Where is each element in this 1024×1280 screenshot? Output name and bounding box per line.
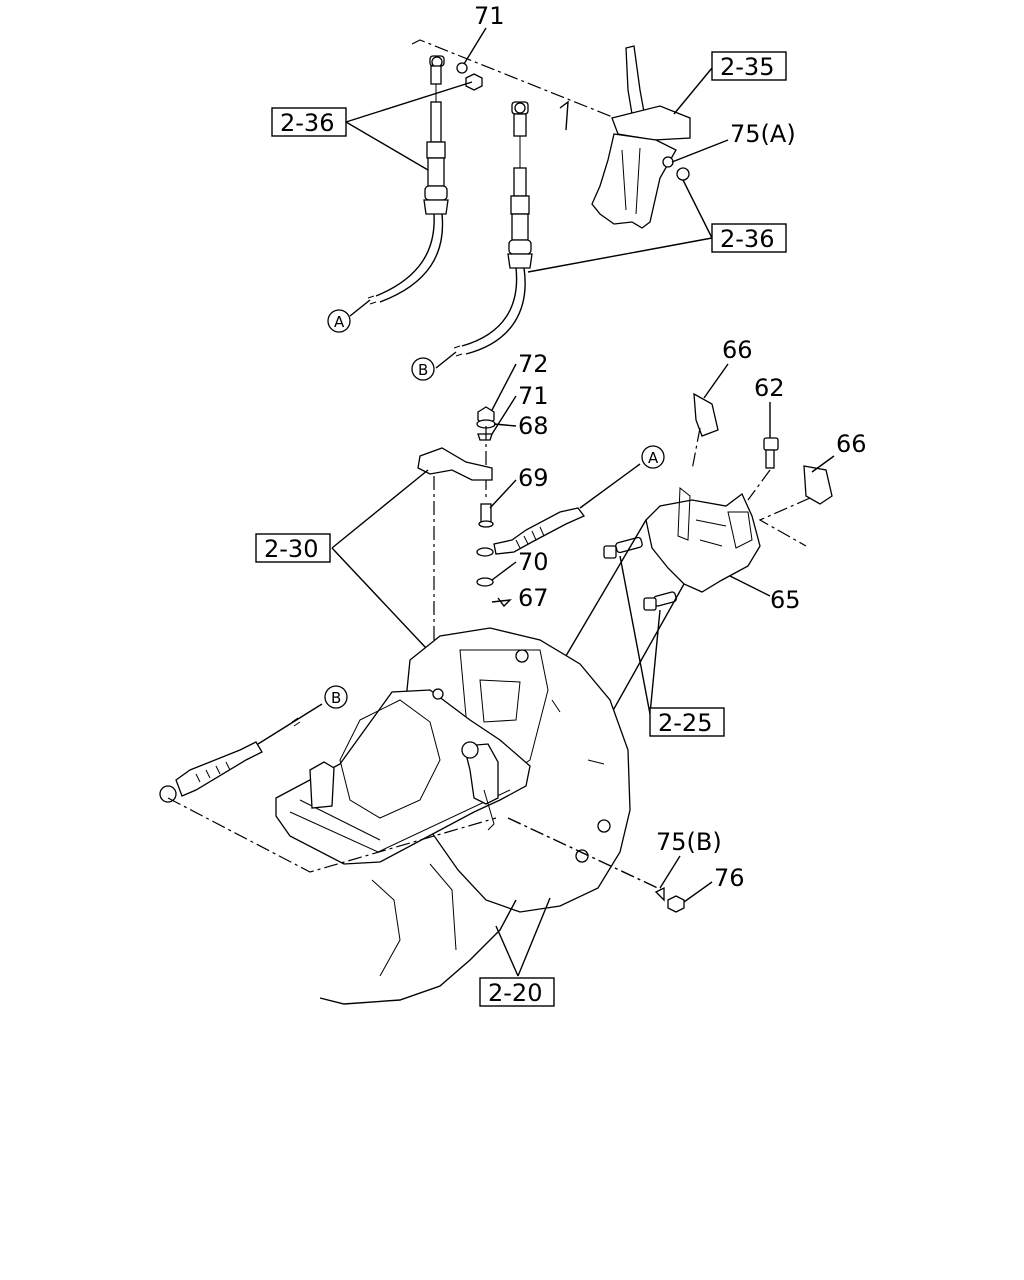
gasket-66-left (693, 392, 719, 437)
callout-76: 76 (714, 864, 745, 892)
lower-shift-cable (159, 703, 497, 873)
callout-66-left: 66 (722, 336, 753, 364)
bushing-70 (476, 547, 494, 557)
ref-2-25: 2-25 (658, 709, 712, 737)
leader-2-36-left-b (345, 121, 429, 171)
leader-69 (489, 479, 517, 509)
shift-cable-left (349, 55, 449, 317)
alignment-line-upper (411, 39, 641, 129)
reference-boxes: 2-35 2-36 2-36 2-30 2-25 2-20 (255, 51, 787, 1007)
callout-65: 65 (770, 586, 801, 614)
leader-2-25-a (619, 555, 651, 715)
ref-2-35: 2-35 (720, 53, 774, 81)
callout-75b: 75(B) (656, 828, 722, 856)
gasket-66-right (803, 465, 833, 505)
callout-62: 62 (754, 374, 785, 402)
callout-68: 68 (518, 412, 549, 440)
connector-b-upper: B (418, 361, 428, 379)
leader-65 (729, 575, 771, 597)
alignment-line-66 (691, 427, 811, 547)
nut-76 (667, 895, 685, 913)
alignment-step-mark (559, 100, 569, 131)
leader-2-36-right-b (527, 237, 713, 273)
ref-box-2-35 (711, 51, 787, 81)
callout-66-right: 66 (836, 430, 867, 458)
ref-2-36-right: 2-36 (720, 225, 774, 253)
leader-75b (659, 855, 681, 889)
connector-b-upper-circle (411, 357, 435, 381)
bracket-65 (645, 492, 761, 593)
bracket-2-30 (417, 447, 493, 481)
alignment-line-lower (167, 797, 497, 873)
leader-68 (493, 423, 517, 427)
callout-70: 70 (518, 548, 549, 576)
leader-75a (671, 139, 729, 163)
bolt-upper-2-25 (603, 536, 643, 559)
connector-b-lower: B (331, 689, 341, 707)
leader-71 (491, 395, 517, 435)
dashed-stud-line (507, 817, 663, 891)
connector-markers: A B A B (324, 309, 665, 709)
leader-70 (491, 561, 517, 581)
cable-to-connector-b (257, 703, 323, 745)
bolt-lower-2-25 (643, 591, 677, 611)
shift-cable-right (435, 101, 533, 369)
callout-69: 69 (518, 464, 549, 492)
leader-2-25-b (649, 609, 661, 715)
bolt-69 (480, 503, 492, 523)
cable-end-eye (159, 785, 177, 803)
ref-box-2-20 (479, 977, 555, 1007)
clutch-housing-lower (319, 899, 517, 1005)
ref-2-30: 2-30 (264, 535, 318, 563)
leader-66-right (811, 455, 835, 473)
ref-2-36-left: 2-36 (280, 109, 334, 137)
connector-a-lower: A (648, 449, 659, 467)
transmission-housing (275, 627, 631, 1005)
ref-box-2-36-left (271, 107, 347, 137)
selector-cable (493, 463, 641, 555)
callout-labels: 71 75(A) 72 71 68 69 70 67 66 62 66 65 7… (474, 2, 867, 892)
gear-case (275, 689, 531, 865)
spring-washer-71-top (456, 62, 468, 74)
spring-washer-71 (477, 433, 493, 441)
callout-71-top: 71 (474, 2, 505, 30)
leader-2-30-b (331, 547, 427, 649)
ref-2-20: 2-20 (488, 979, 542, 1007)
callout-71: 71 (518, 382, 549, 410)
ref-box-2-30 (255, 533, 331, 563)
leader-76 (683, 881, 713, 903)
callout-67: 67 (518, 584, 549, 612)
connector-a-upper-circle (327, 309, 351, 333)
callout-72: 72 (518, 350, 549, 378)
leader-72 (491, 363, 517, 411)
shift-shaft-top (432, 688, 444, 700)
nut-top-left (465, 73, 483, 91)
spring-washer-75b (654, 886, 665, 902)
bolt-62 (763, 437, 779, 469)
leader-66-left (703, 363, 729, 399)
leader-2-35 (673, 67, 713, 115)
shift-lever-assembly (591, 45, 691, 229)
cotter-pin-67 (491, 597, 512, 608)
washer-70 (476, 577, 494, 587)
ref-box-2-25 (649, 707, 725, 737)
callout-75a: 75(A) (730, 120, 796, 148)
hardware-75b-76 (507, 817, 713, 913)
leader-71-top (463, 27, 487, 65)
leader-2-36-right-a (682, 179, 713, 239)
leader-2-30-a (331, 469, 429, 549)
leader-2-36-left-a (345, 81, 473, 123)
connector-b-lower-circle (324, 685, 348, 709)
ref-box-2-36-right (711, 223, 787, 253)
leader-2-20-b (517, 897, 551, 977)
leader-2-20-a (495, 925, 519, 977)
connector-a-upper: A (334, 313, 345, 331)
connector-a-lower-circle (641, 445, 665, 469)
upper-cable-assembly (345, 27, 729, 369)
